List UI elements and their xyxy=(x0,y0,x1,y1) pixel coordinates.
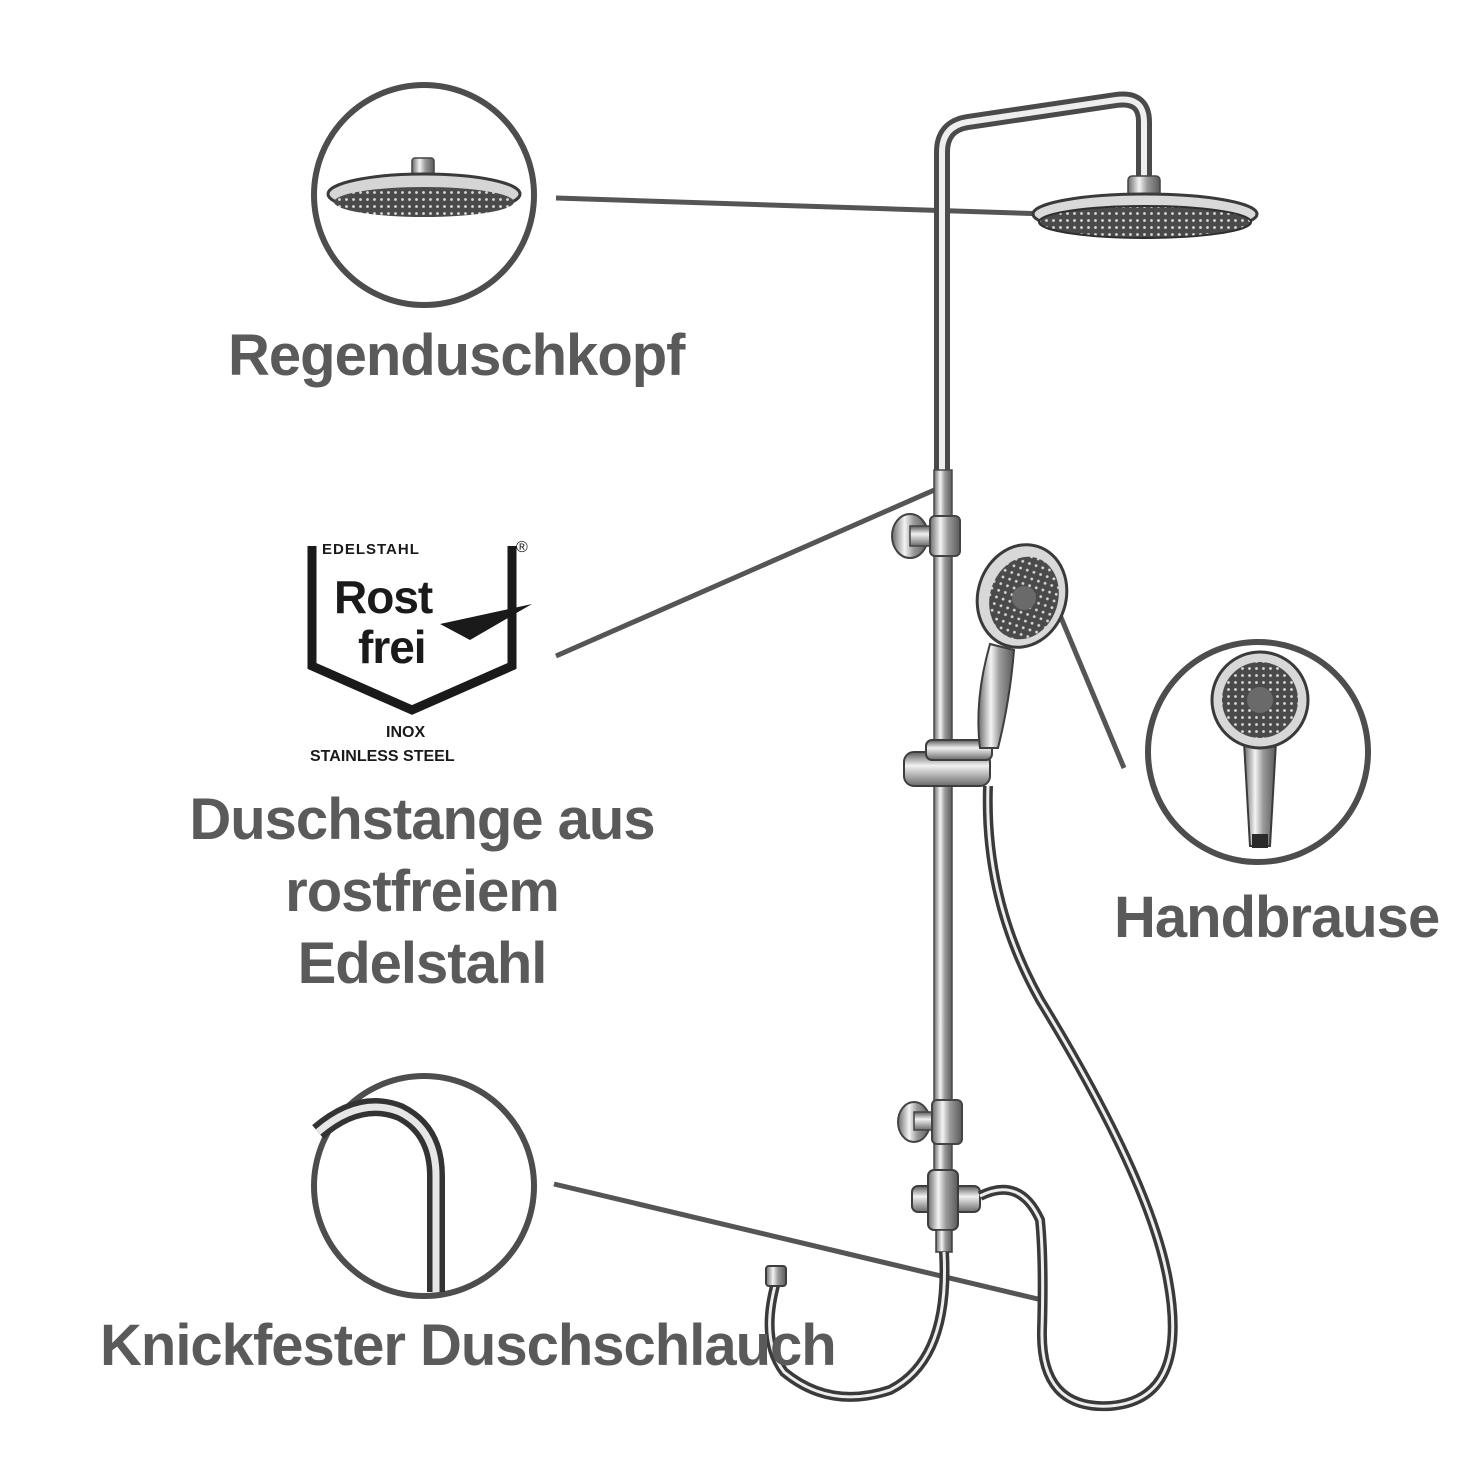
logo-frei-text: frei xyxy=(358,621,427,673)
label-hand-shower: Handbrause xyxy=(1114,885,1440,950)
overhead-arm xyxy=(934,91,1152,470)
leader-hand-shower xyxy=(1049,595,1127,769)
label-hose: Knickfester Duschschlauch xyxy=(100,1313,837,1378)
upper-wall-bracket xyxy=(891,513,961,559)
leader-rain-shower xyxy=(555,195,1049,217)
hand-shower xyxy=(975,543,1069,749)
rain-shower-head xyxy=(1031,192,1259,239)
shower-system xyxy=(764,91,1259,1412)
lower-wall-bracket xyxy=(897,1099,963,1145)
hand-shower-slider xyxy=(903,739,993,787)
logo-rost-text: Rost xyxy=(334,571,433,623)
label-rain-shower: Regenduschkopf xyxy=(228,323,685,388)
leader-hose xyxy=(553,1181,1043,1303)
logo-edelstahl-text: EDELSTAHL xyxy=(322,541,420,558)
logo-stainless-steel-text: STAINLESS STEEL xyxy=(310,748,455,765)
detail-circle-hand-shower xyxy=(1145,639,1371,865)
logo-registered-mark: ® xyxy=(516,539,528,556)
hand-shower-hose xyxy=(977,785,1178,1412)
label-shower-rod-line2: Edelstahl xyxy=(297,931,548,996)
detail-circle-hose xyxy=(311,1073,537,1299)
detail-circle-rain-shower xyxy=(311,82,537,308)
rostfrei-logo xyxy=(307,546,532,715)
shower-rod xyxy=(933,469,953,1171)
logo-inox-text: INOX xyxy=(386,724,426,741)
leader-lines xyxy=(553,195,1127,1303)
leader-shower-rod xyxy=(554,481,950,659)
label-shower-rod: Duschstange aus rostfreiem Edelstahl xyxy=(84,784,760,1000)
diverter xyxy=(911,1169,981,1253)
label-shower-rod-line1: Duschstange aus rostfreiem xyxy=(189,787,655,924)
